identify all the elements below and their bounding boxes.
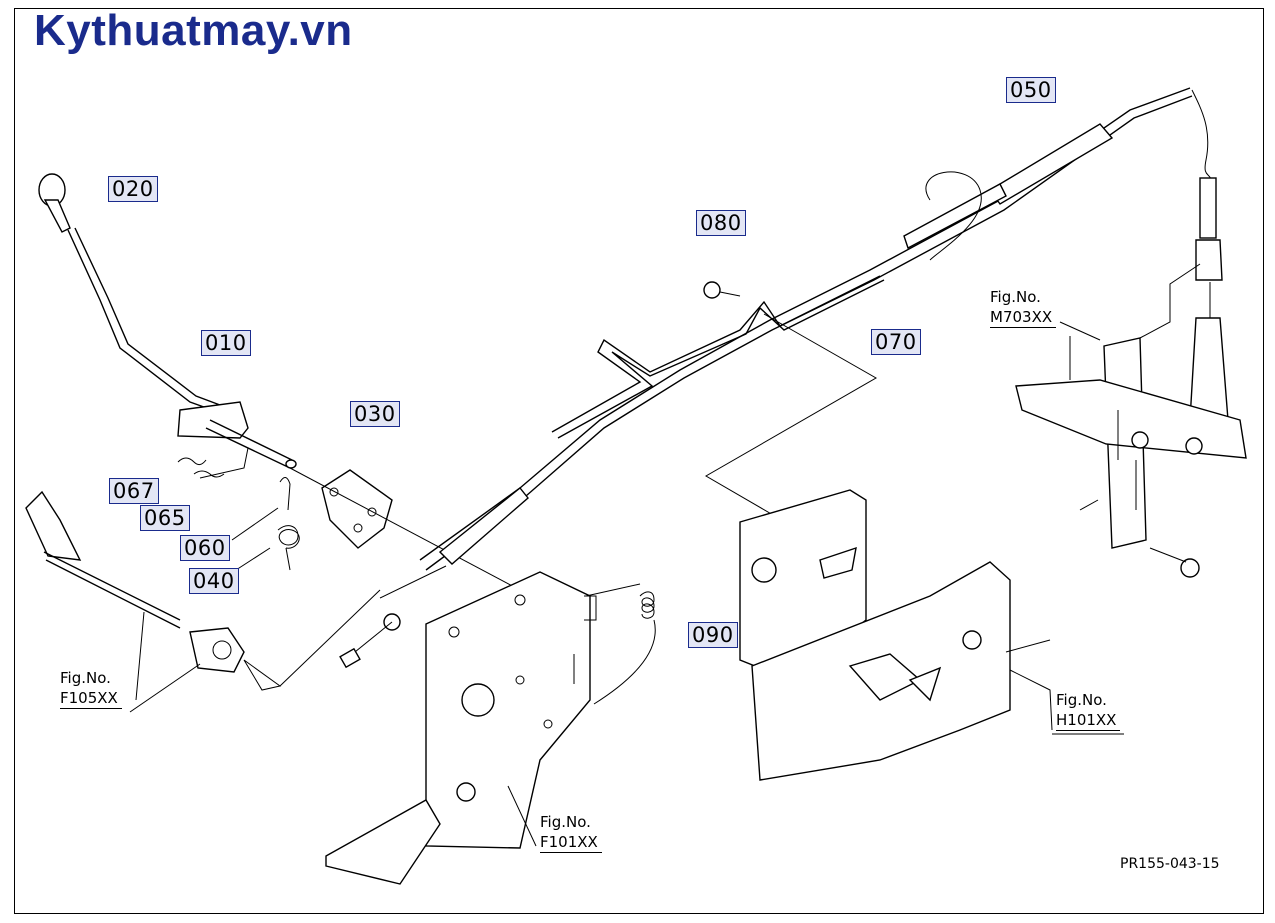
callout-030[interactable]: 030 [350,401,400,427]
pedal-assembly [25,490,381,713]
callout-010[interactable]: 010 [201,330,251,356]
frame-h101 [739,489,1124,781]
control-rod [551,275,885,527]
brand-logo-text[interactable]: Kythuatmay.vn [34,6,353,55]
callout-065[interactable]: 065 [140,505,190,531]
callout-050[interactable]: 050 [1006,77,1056,103]
figure-ref-code: M703XX [990,307,1057,328]
figure-ref-m703[interactable]: Fig.No. M703XX [990,287,1057,328]
frame-m703 [1015,263,1247,578]
callout-070[interactable]: 070 [871,329,921,355]
spring-and-pin [231,477,300,571]
figure-ref-code: F105XX [60,688,122,709]
figure-ref-code: H101XX [1056,710,1121,731]
diagram-frame [14,8,1264,914]
figure-ref-f101[interactable]: Fig.No. F101XX [540,812,602,853]
frame-plate-f101 [325,571,597,885]
shift-lever [38,173,297,469]
bracket [289,467,521,591]
return-spring [585,583,656,705]
callout-020[interactable]: 020 [108,176,158,202]
callout-080[interactable]: 080 [696,210,746,236]
callout-060[interactable]: 060 [180,535,230,561]
figure-ref-label: Fig.No. [60,669,111,687]
figure-ref-label: Fig.No. [540,813,591,831]
throttle-cable [339,87,1229,669]
figure-ref-code: F101XX [540,832,602,853]
figure-ref-h101[interactable]: Fig.No. H101XX [1056,690,1121,731]
figure-ref-f105[interactable]: Fig.No. F105XX [60,668,122,709]
clips [177,447,249,479]
callout-067[interactable]: 067 [109,478,159,504]
diagram-code: PR155-043-15 [1120,856,1220,872]
figure-ref-label: Fig.No. [990,288,1041,306]
figure-ref-label: Fig.No. [1056,691,1107,709]
callout-090[interactable]: 090 [688,622,738,648]
callout-040[interactable]: 040 [189,568,239,594]
